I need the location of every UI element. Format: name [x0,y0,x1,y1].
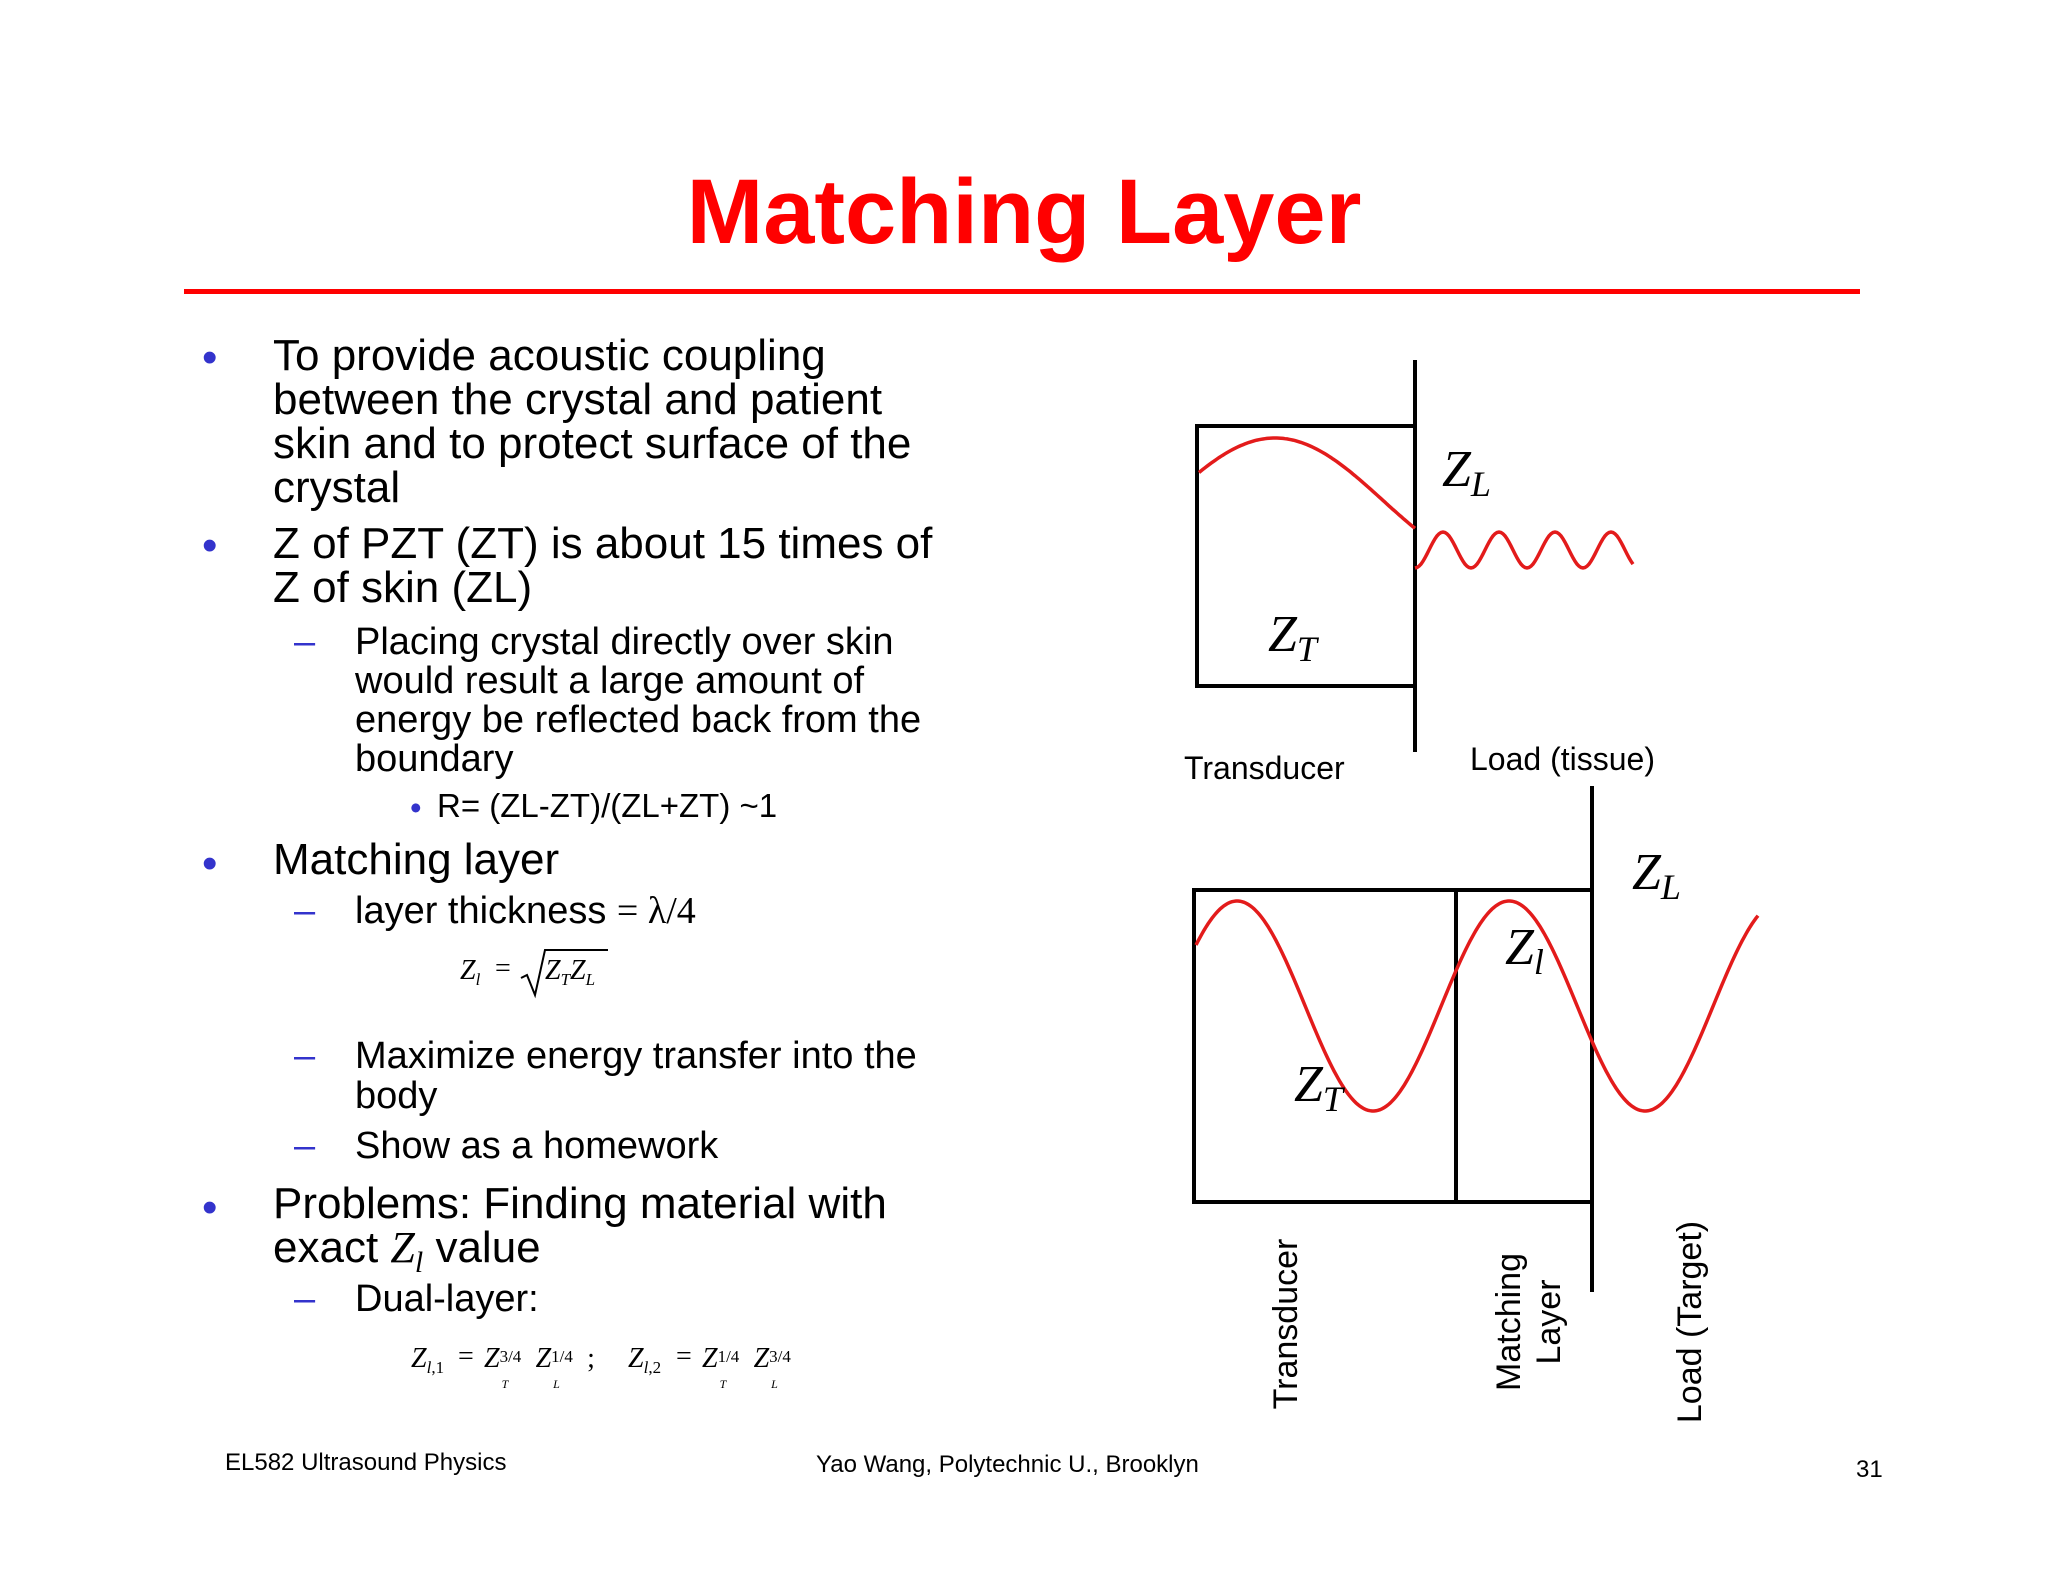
formula-z-l1: Zl,1 [411,1343,445,1377]
bullet-marker: • [202,1183,218,1232]
transducer-label-top: Transducer [1184,750,1345,786]
bullet-2-line-2: Z of skin (ZL) [273,563,533,612]
formula-equals: = [495,953,511,984]
bullet-1-line-1: To provide acoustic coupling [273,331,826,380]
bullet-3-sub3-line: Show as a homework [355,1125,719,1167]
slide-title: Matching Layer [686,161,1362,263]
bullet-1-line-4: crystal [273,463,401,512]
formula-z-l: Zl [460,955,481,989]
bullet-marker: • [202,521,218,570]
dash-marker: – [294,1125,316,1167]
formula-equals: = [458,1341,474,1372]
dash-marker: – [294,1035,316,1077]
transducer-label-bottom: Transducer [1267,1238,1305,1410]
dash-marker: – [294,890,316,932]
bullet-4-pre: exact [273,1223,391,1272]
bullet-4-z-sub: l [414,1246,424,1279]
bullet-4-sub-line: Dual-layer: [355,1278,539,1320]
load-target-label: Load (Target) [1671,1220,1709,1424]
bullet-1-line-3: skin and to protect surface of the [273,419,912,468]
load-tissue-label: Load (tissue) [1470,741,1655,777]
bullet-3-sub2-line-2: body [355,1075,438,1117]
layer-thickness-math: = λ/4 [616,890,696,932]
z-layer-label: Zl [1505,919,1544,982]
bullet-marker: • [202,839,218,888]
formula-zt-zl: ZTZL [545,955,596,989]
bullet-4-line-1: Problems: Finding material with [273,1179,887,1228]
layer-thickness-line: layer thickness = λ/4 [355,892,696,931]
layer-thickness-text: layer thickness [355,890,617,932]
dash-marker: – [294,621,316,663]
zt-label-top: ZT [1268,606,1317,669]
zl-label-bottom: ZL [1632,844,1681,907]
bullet-2-sub-line-4: boundary [355,738,514,780]
bullet-4-z-symbol: Z [390,1223,415,1272]
bullet-2-sub-line-2: would result a large amount of [355,660,865,702]
bullet-marker: • [410,789,422,826]
bullet-4-post: value [423,1223,541,1272]
footer-author: Yao Wang, Polytechnic U., Brooklyn [816,1451,1199,1478]
bullet-2-sub-line-3: energy be reflected back from the [355,699,922,741]
title-underline [184,289,1860,294]
zl-label-top: ZL [1442,441,1491,504]
load-wave-top [1414,530,1635,570]
reflection-formula: R= (ZL-ZT)/(ZL+ZT) ~1 [437,787,778,824]
footer-course: EL582 Ultrasound Physics [225,1449,507,1476]
wave-bottom [1194,899,1760,1113]
bullet-2-line-1: Z of PZT (ZT) is about 15 times of [273,519,933,568]
bullet-3-sub2-line-1: Maximize energy transfer into the [355,1035,917,1077]
bullet-4-line-2: exact Zl value [273,1226,541,1285]
bullet-1-line-2: between the crystal and patient [273,375,883,424]
bullet-3-line: Matching layer [273,835,560,884]
page-number: 31 [1856,1456,1883,1483]
formula-z-l2: Zl,2 [628,1343,662,1377]
bullet-2-sub-line-1: Placing crystal directly over skin [355,621,894,663]
dash-marker: – [294,1278,316,1320]
zt-label-bottom: ZT [1294,1056,1343,1119]
transducer-box-bottom [1192,888,1458,1204]
bullet-marker: • [202,333,218,382]
transducer-wave-top [1197,436,1417,530]
formula-equals: = [676,1341,692,1372]
